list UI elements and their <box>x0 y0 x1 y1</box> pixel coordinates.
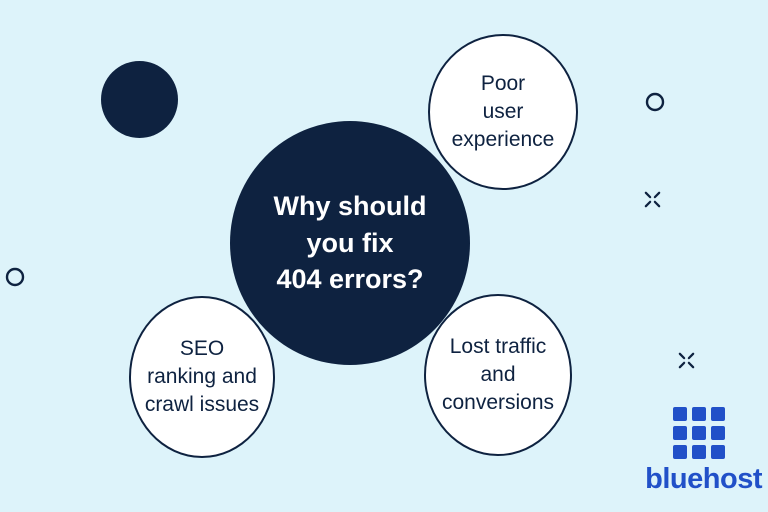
bubble-label: SEO ranking and crawl issues <box>144 337 260 416</box>
center-question-bubble: Why should you fix 404 errors? <box>230 121 470 365</box>
bluehost-logo: bluehost <box>645 407 762 494</box>
ring-circle-icon <box>5 267 25 287</box>
bluehost-wordmark: bluehost <box>645 463 762 495</box>
bluehost-grid-icon <box>673 407 726 459</box>
filled-dot-icon <box>101 61 178 138</box>
sparkle-x-icon <box>644 191 661 208</box>
bubble-seo-ranking-crawl-issues: SEO ranking and crawl issues <box>129 296 275 458</box>
sparkle-x-icon <box>678 352 695 369</box>
bubble-poor-user-experience: Poor user experience <box>428 34 578 190</box>
diagram-title: Why should you fix 404 errors? <box>273 191 427 295</box>
bubble-lost-traffic-conversions: Lost traffic and conversions <box>424 294 572 456</box>
bubble-label: Lost traffic and conversions <box>441 335 555 414</box>
bubble-label: Poor user experience <box>451 72 555 151</box>
ring-circle-icon <box>645 92 665 112</box>
